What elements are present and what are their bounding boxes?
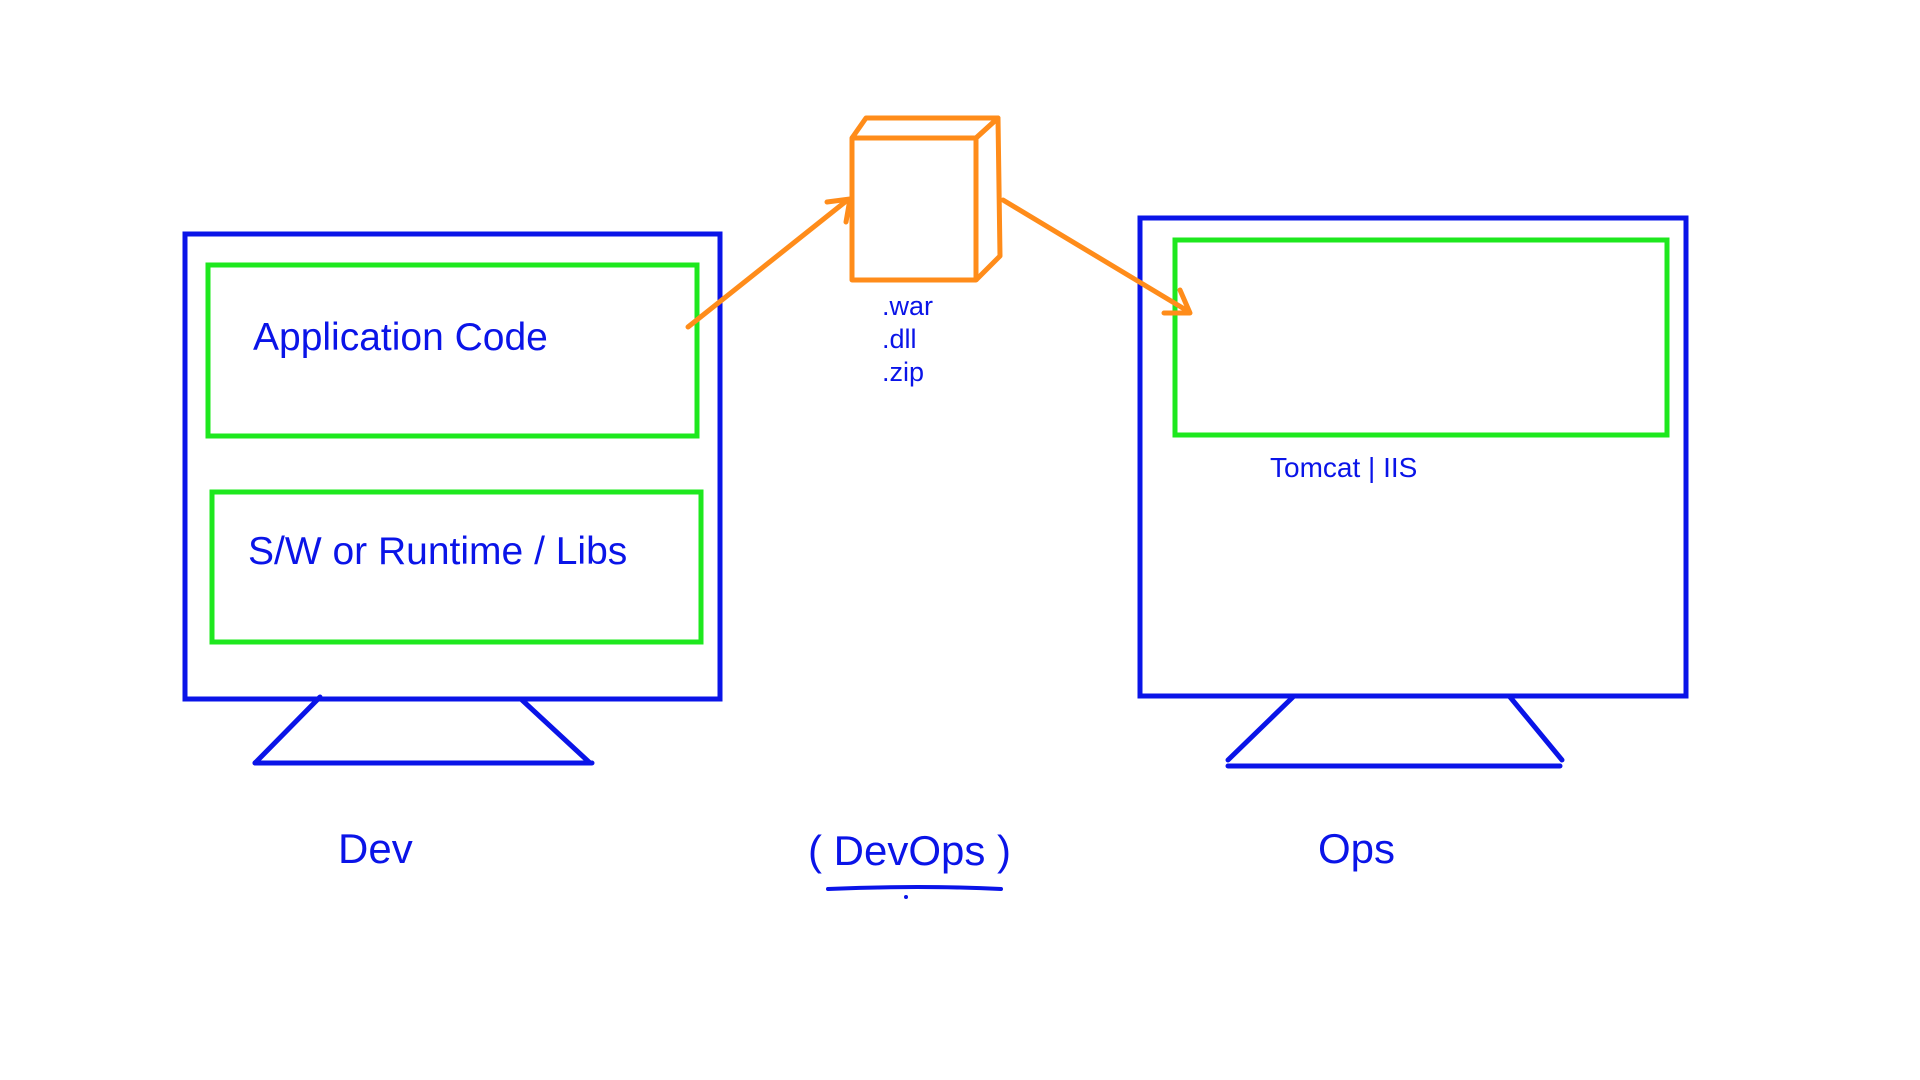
dev-monitor-stand-left (252, 694, 323, 766)
runtime-libs-panel (209, 489, 704, 645)
dev-monitor-screen (182, 231, 723, 702)
extension-zip: .zip (882, 357, 925, 387)
ops-monitor-stand-left (1225, 694, 1296, 763)
artifact-box-front (849, 135, 979, 283)
dev-monitor-stand-right (519, 697, 593, 766)
ops-label: Ops (1318, 825, 1396, 872)
artifact-box-side (974, 115, 1003, 282)
artifact-box-icon (849, 115, 1003, 283)
artifact-extensions: .war .dll .zip (882, 290, 933, 389)
devops-underline (826, 885, 1003, 899)
application-code-label: Application Code (253, 316, 548, 359)
tomcat-iis-label: Tomcat | IIS (1270, 452, 1418, 483)
arrow-dev-to-artifact (685, 196, 853, 330)
extension-war: .war (882, 291, 934, 321)
devops-label: ( DevOps ) (808, 827, 1012, 874)
dev-monitor (182, 231, 723, 766)
dev-label: Dev (338, 825, 413, 872)
ops-monitor-stand-right (1507, 694, 1565, 763)
application-code-panel (205, 262, 700, 439)
ops-monitor (1137, 215, 1689, 769)
runtime-libs-label: S/W or Runtime / Libs (248, 530, 628, 573)
ops-monitor-screen (1137, 215, 1689, 699)
tomcat-iis-panel (1172, 237, 1670, 438)
arrow-artifact-to-ops (1000, 197, 1193, 316)
extension-dll: .dll (882, 324, 917, 354)
